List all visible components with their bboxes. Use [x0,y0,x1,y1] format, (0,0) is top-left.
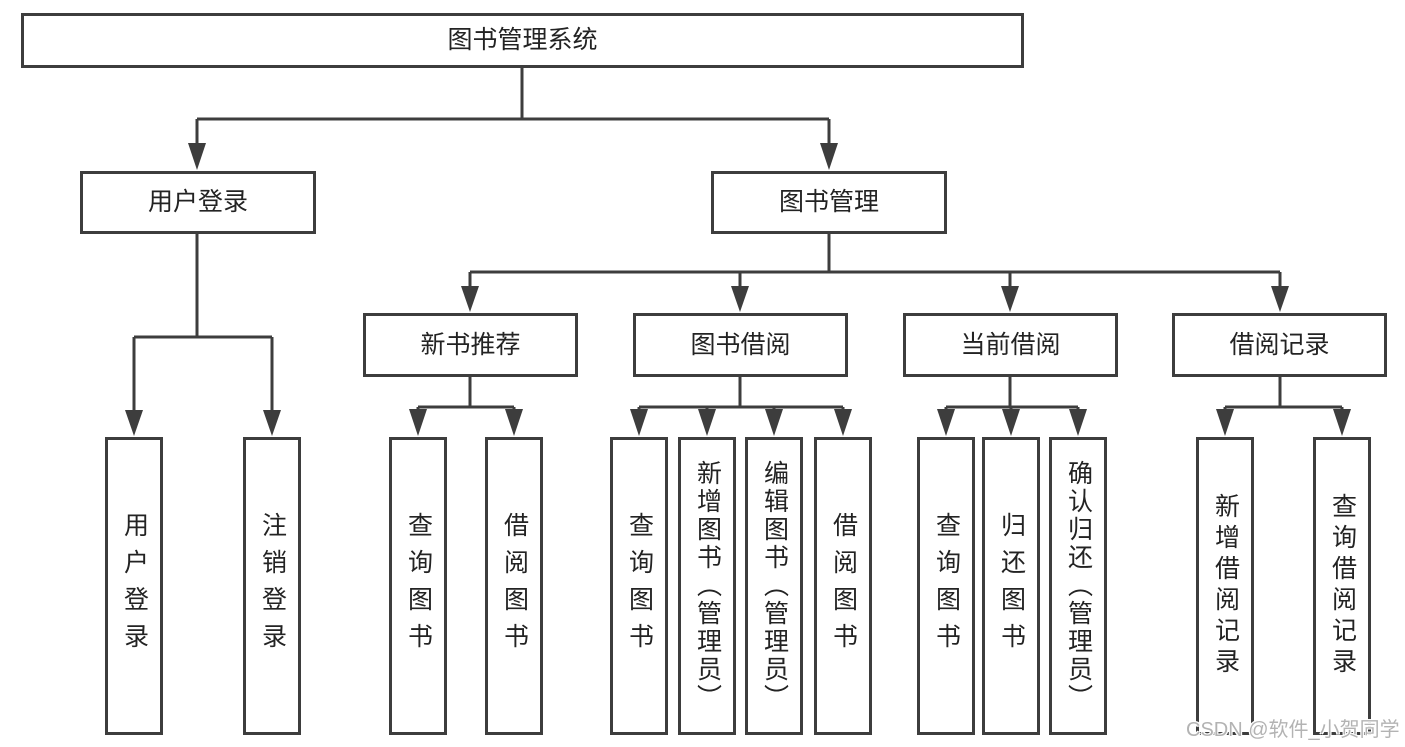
leaf-edit-book-admin: 编辑图书（管理员） [745,437,803,735]
leaf-label: 用户登录 [120,512,149,660]
node-label: 借阅记录 [1229,330,1330,359]
leaf-add-book-admin: 新增图书（管理员） [678,437,736,735]
leaf-label: 编辑图书（管理员） [760,460,789,712]
csdn-watermark: CSDN @软件_小贺同学 [1186,719,1400,741]
node-label: 图书管理系统 [447,26,598,54]
leaf-query-borrow-record: 查询借阅记录 [1313,437,1371,735]
arrowheads [125,143,1351,436]
node-label: 当前借阅 [960,330,1061,359]
leaf-label: 注销登录 [258,512,287,660]
leaf-label: 查询图书 [404,512,433,660]
leaf-query-books-current: 查询图书 [917,437,975,735]
node-book-management: 图书管理 [711,171,947,234]
leaf-label: 借阅图书 [500,512,529,660]
node-library-management-system: 图书管理系统 [21,13,1024,68]
leaf-label: 新增借阅记录 [1211,493,1240,679]
leaf-confirm-return-admin: 确认归还（管理员） [1049,437,1107,735]
node-label: 新书推荐 [420,330,521,359]
leaf-borrow-books-2: 借阅图书 [814,437,872,735]
node-label: 图书借阅 [690,330,791,359]
node-new-book-recommend: 新书推荐 [363,313,578,377]
leaf-label: 查询借阅记录 [1328,493,1357,679]
leaf-return-books: 归还图书 [982,437,1040,735]
node-borrow-records: 借阅记录 [1172,313,1387,377]
leaf-label: 归还图书 [997,512,1026,660]
leaf-label: 查询图书 [625,512,654,660]
leaf-query-books-borrow: 查询图书 [610,437,668,735]
node-label: 用户登录 [147,188,248,216]
leaf-borrow-books-recommend: 借阅图书 [485,437,543,735]
node-label: 图书管理 [778,188,879,216]
node-user-login: 用户登录 [80,171,316,234]
leaf-label: 借阅图书 [829,512,858,660]
leaf-label: 确认归还（管理员） [1064,460,1093,712]
leaf-user-login: 用户登录 [105,437,163,735]
node-current-borrow: 当前借阅 [903,313,1118,377]
leaf-label: 查询图书 [932,512,961,660]
node-book-borrow: 图书借阅 [633,313,848,377]
leaf-add-borrow-record: 新增借阅记录 [1196,437,1254,735]
leaf-label: 新增图书（管理员） [693,460,722,712]
leaf-query-books-recommend: 查询图书 [389,437,447,735]
leaf-logout: 注销登录 [243,437,301,735]
